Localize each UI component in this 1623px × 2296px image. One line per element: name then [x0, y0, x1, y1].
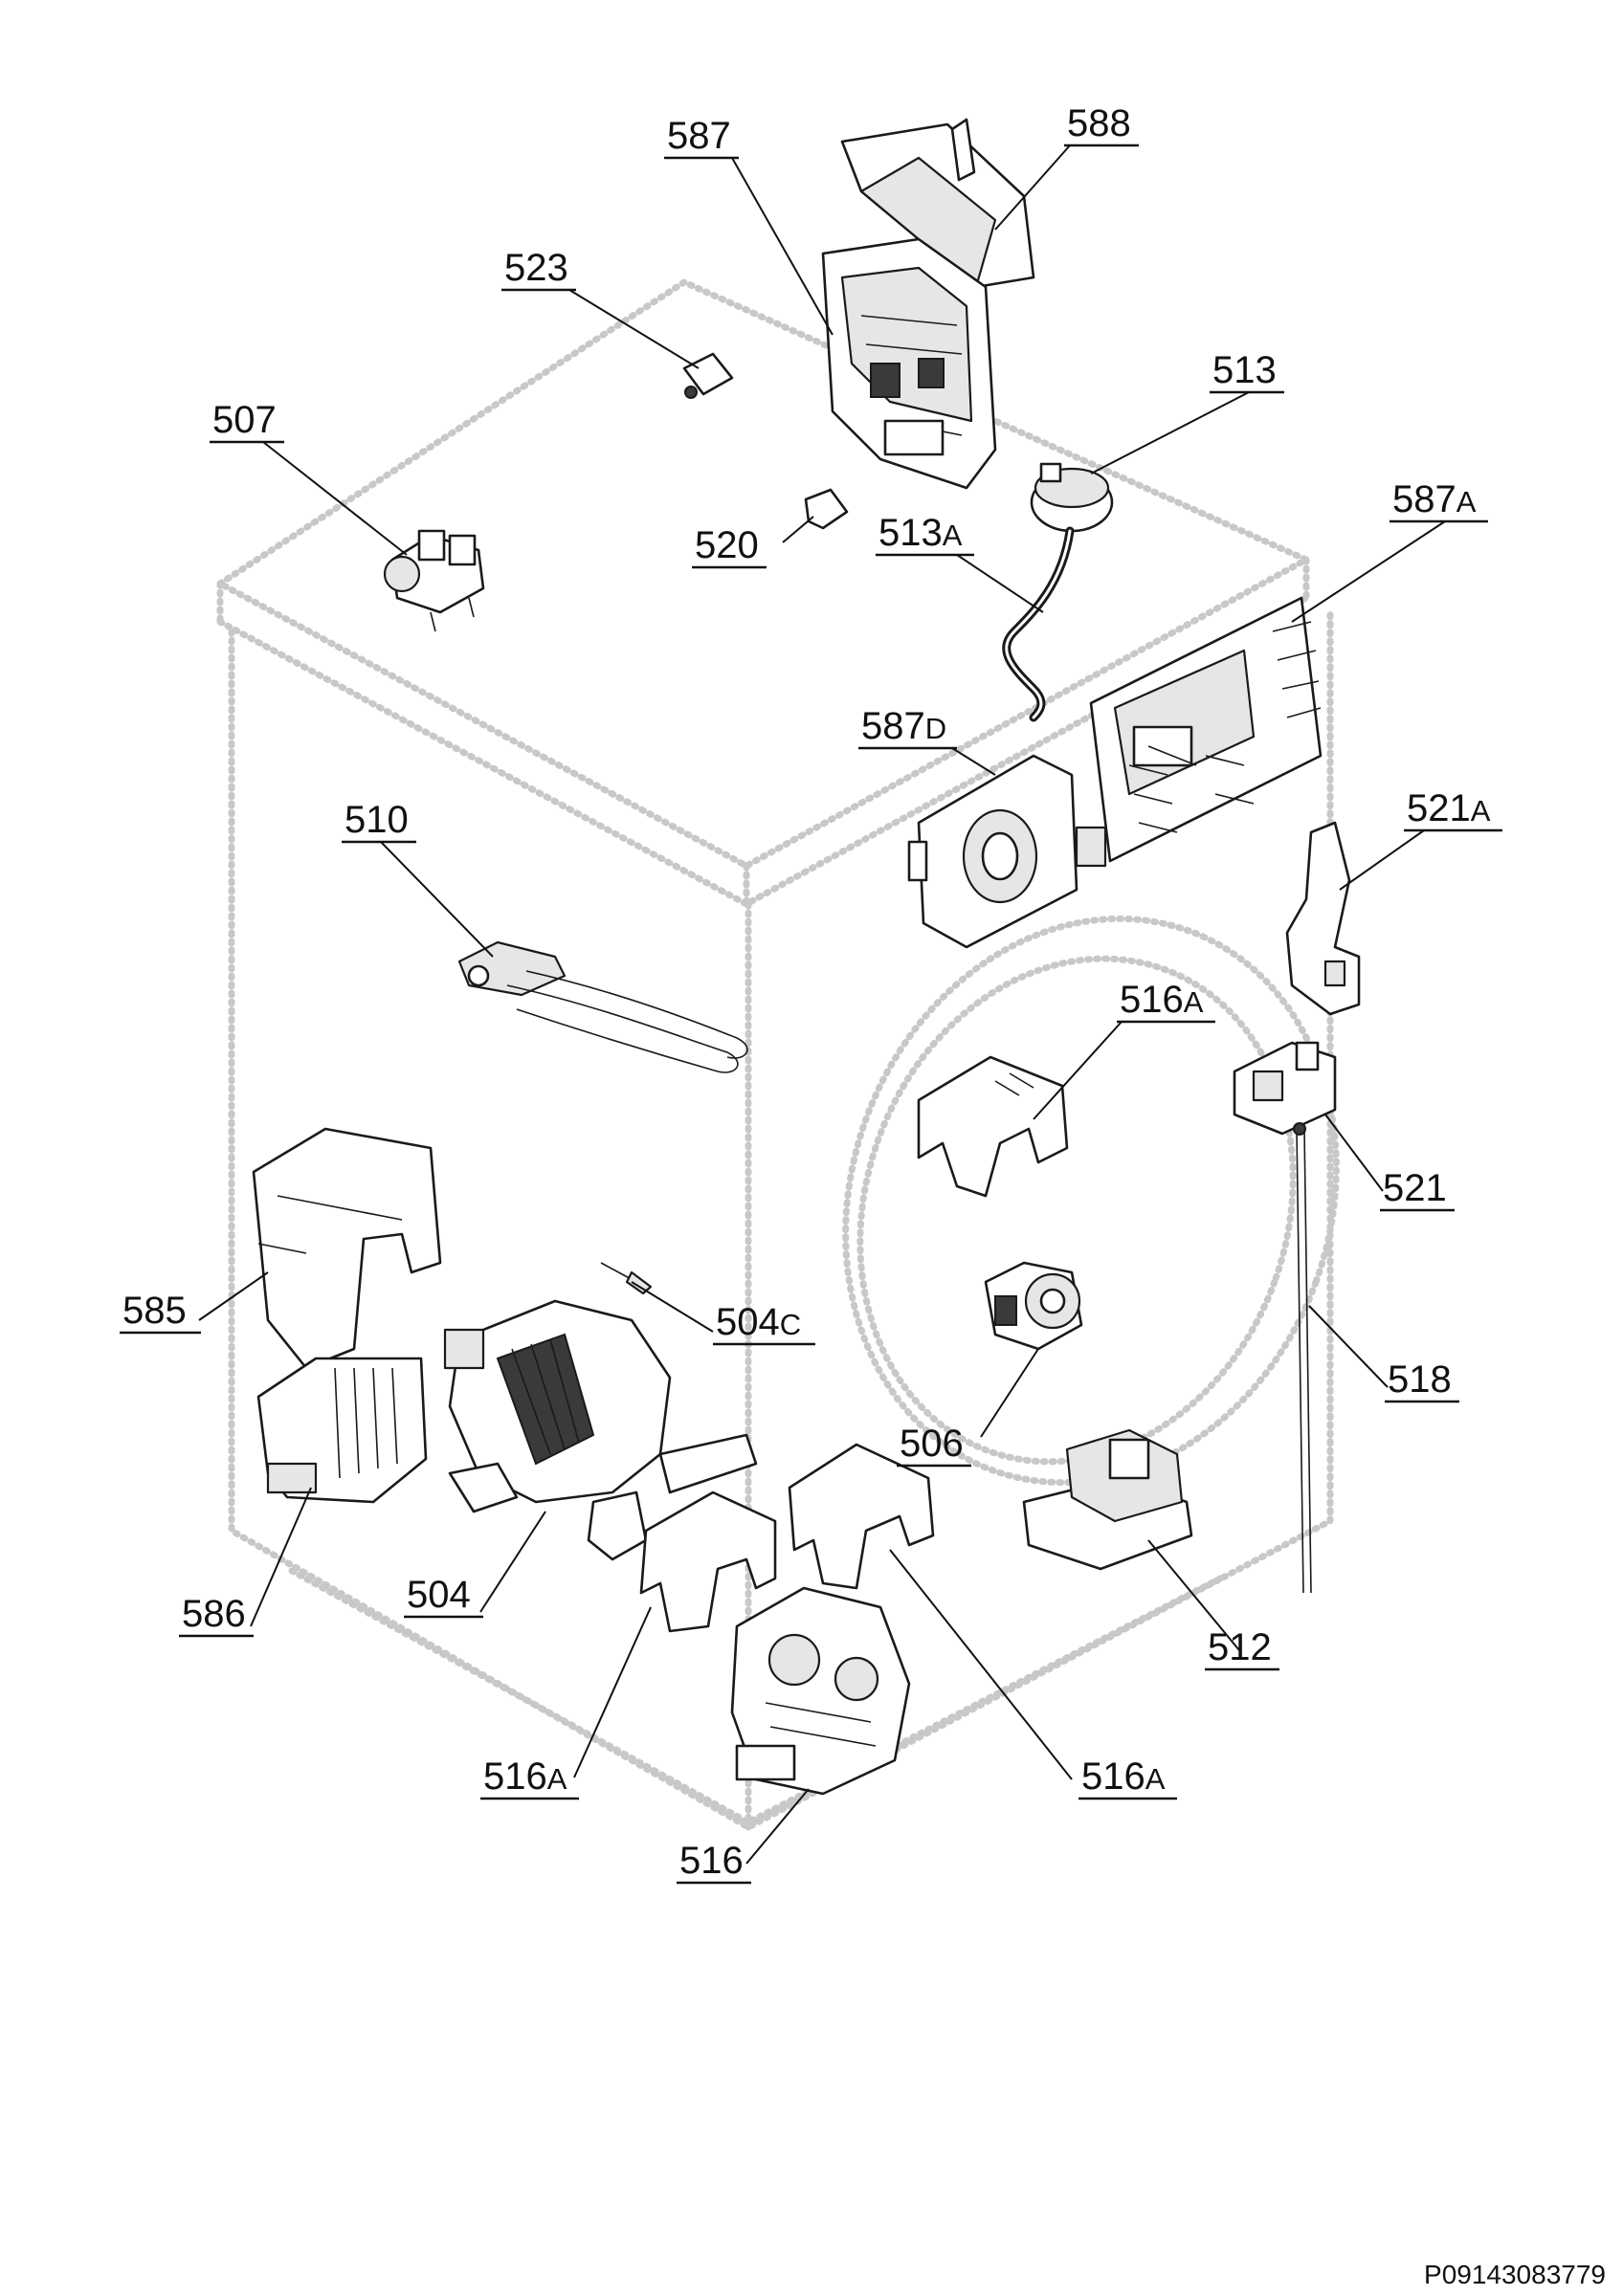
label-512: 512	[1208, 1626, 1272, 1668]
part-504c-screw	[600, 1262, 653, 1295]
part-513a-hose	[1002, 526, 1075, 722]
label-586: 586	[182, 1593, 246, 1635]
label-504: 504	[407, 1574, 471, 1616]
part-586-controller	[256, 1357, 428, 1504]
label-504c: 504C	[716, 1301, 801, 1343]
label-587: 587	[667, 115, 731, 157]
cabinet-outline	[216, 278, 1340, 1831]
label-510: 510	[345, 799, 409, 841]
label-587d: 587D	[861, 705, 946, 747]
part-507-inlet-valve	[383, 529, 485, 632]
label-513a: 513A	[878, 512, 963, 554]
part-516-pump-assembly	[730, 1586, 911, 1796]
label-520: 520	[695, 524, 759, 566]
label-506: 506	[900, 1423, 964, 1465]
part-521-door-lock	[1233, 1041, 1337, 1136]
label-516: 516	[679, 1840, 744, 1882]
part-520-fastener	[804, 488, 849, 530]
label-516a-right: 516A	[1081, 1755, 1166, 1798]
part-587a-control-panel	[1075, 596, 1323, 868]
label-513: 513	[1212, 349, 1277, 391]
part-587d-selector	[907, 754, 1078, 949]
label-507: 507	[212, 399, 277, 441]
leader-lines	[198, 144, 1446, 1865]
part-513-pressure-switch	[1030, 462, 1114, 533]
part-510-heater	[457, 940, 748, 1073]
label-518: 518	[1388, 1358, 1452, 1401]
part-516a-cover-right	[788, 1443, 935, 1590]
label-516a-top: 516A	[1120, 979, 1204, 1021]
part-516a-cover-left	[639, 1490, 777, 1633]
label-523: 523	[504, 247, 568, 289]
label-587a: 587A	[1392, 478, 1477, 520]
label-516a-left: 516A	[483, 1755, 567, 1798]
label-521a: 521A	[1407, 787, 1491, 829]
part-506-drain-pump	[984, 1261, 1083, 1351]
part-516a-cover-top	[917, 1055, 1069, 1198]
part-521a-bracket	[1285, 821, 1361, 1016]
part-504-motor	[443, 1299, 758, 1561]
label-521: 521	[1383, 1167, 1447, 1209]
part-512-filter-housing	[1022, 1428, 1193, 1571]
part-518-cable	[1293, 1122, 1312, 1594]
label-585: 585	[122, 1290, 187, 1332]
diagram-code: P09143083779	[1424, 2260, 1606, 2289]
part-labels: 588 587 523 513 507 587A 520 513A 587D 5…	[120, 102, 1502, 1885]
part-587-electronic-module	[821, 237, 997, 490]
part-523-clip	[682, 352, 734, 399]
label-588: 588	[1067, 102, 1131, 144]
part-585-cover	[252, 1127, 442, 1370]
